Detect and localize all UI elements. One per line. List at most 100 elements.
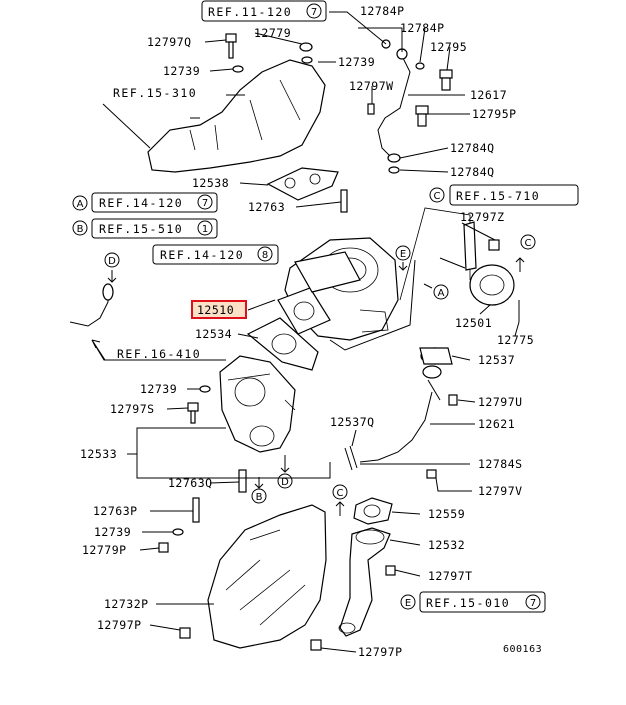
vacuum-hose <box>69 290 109 327</box>
svg-text:1: 1 <box>202 224 208 235</box>
label-12784Q-2: 12784Q <box>450 165 495 179</box>
label-12779: 12779 <box>254 26 291 40</box>
svg-text:REF.15-710: REF.15-710 <box>456 189 540 203</box>
svg-text:A: A <box>77 199 84 210</box>
gasket-12559 <box>353 497 393 525</box>
label-12537: 12537 <box>478 353 515 367</box>
marker-a-turbo: A <box>423 283 449 300</box>
marker-c-ref: C <box>429 187 445 203</box>
label-12797P-b: 12797P <box>358 645 403 659</box>
svg-text:E: E <box>400 249 406 260</box>
marker-e-ref: E <box>400 594 416 610</box>
manifold-12533 <box>219 355 296 453</box>
ref-box-15-310[interactable]: REF.15-310 <box>113 86 197 100</box>
upper-heat-shield <box>147 59 326 173</box>
nut-12739-a <box>301 56 313 64</box>
svg-text:REF.15-510: REF.15-510 <box>99 222 183 236</box>
gasket-12537Q <box>344 445 358 471</box>
marker-b-ref: B <box>72 220 88 236</box>
ref-box-11-120[interactable]: REF.11-120 7 <box>201 0 327 22</box>
ref-box-14-120-b[interactable]: REF.14-120 8 <box>152 244 279 265</box>
label-12795P: 12795P <box>472 107 517 121</box>
label-12797P-a: 12797P <box>97 618 142 632</box>
svg-text:7: 7 <box>530 598 536 609</box>
label-12784Q-1: 12784Q <box>450 141 495 155</box>
gasket-12534 <box>246 317 319 371</box>
ref-box-15-710[interactable]: REF.15-710 <box>449 184 579 206</box>
nut-12739-d <box>172 528 184 536</box>
label-12739-a: 12739 <box>338 55 375 69</box>
label-12779P: 12779P <box>82 543 127 557</box>
svg-text:12510: 12510 <box>197 303 234 317</box>
bolt-12795P <box>415 105 429 127</box>
bolt-12797Z <box>488 239 500 251</box>
part-labels[interactable]: 12784P 12784P 12795 12797Q 12779 12739 1… <box>80 4 534 659</box>
gasket-12537 <box>419 347 453 365</box>
label-12797S: 12797S <box>110 402 155 416</box>
stud-12763 <box>340 189 348 213</box>
svg-text:REF.15-310: REF.15-310 <box>113 86 197 100</box>
oil-return-pipe-12621 <box>359 347 450 463</box>
marker-d-ref: D <box>104 252 120 268</box>
pipe-12532 <box>338 527 391 637</box>
label-12797T: 12797T <box>428 569 473 583</box>
label-12763P: 12763P <box>93 504 138 518</box>
svg-text:D: D <box>108 256 116 267</box>
bolt-12797P-a <box>179 627 191 639</box>
bolt-12797V <box>426 469 437 479</box>
label-12795: 12795 <box>430 40 467 54</box>
marker-c-actuator: C <box>515 234 536 272</box>
stud-12763Q <box>238 469 247 493</box>
marker-c-pipe: C <box>332 484 348 516</box>
gasket-12538 <box>266 167 339 201</box>
label-12797Q: 12797Q <box>147 35 192 49</box>
label-12797Z: 12797Z <box>460 210 505 224</box>
svg-text:7: 7 <box>311 7 317 18</box>
svg-text:C: C <box>337 488 344 499</box>
svg-text:B: B <box>256 492 263 503</box>
bolt-12797W <box>367 103 375 115</box>
svg-text:A: A <box>438 288 445 299</box>
svg-text:REF.11-120: REF.11-120 <box>208 5 292 19</box>
marker-a-ref: A <box>72 195 88 211</box>
svg-text:REF.16-410: REF.16-410 <box>117 347 201 361</box>
label-12739-c: 12739 <box>140 382 177 396</box>
lower-heat-shield-12732P <box>207 504 327 649</box>
label-12501: 12501 <box>455 316 492 330</box>
bolt-12797S <box>187 402 199 424</box>
ref-box-16-410[interactable]: REF.16-410 <box>117 347 201 361</box>
bolt-12797T <box>385 565 396 576</box>
marker-d-manifold: D <box>277 455 293 489</box>
nut-12779P <box>158 542 169 553</box>
label-12784P-1: 12784P <box>360 4 405 18</box>
label-12533: 12533 <box>80 447 117 461</box>
svg-text:C: C <box>434 191 441 202</box>
label-12732P: 12732P <box>104 597 149 611</box>
svg-text:7: 7 <box>202 198 208 209</box>
leader-lines <box>91 11 520 653</box>
svg-text:REF.14-120: REF.14-120 <box>99 196 183 210</box>
svg-text:E: E <box>405 598 411 609</box>
svg-text:B: B <box>77 224 84 235</box>
label-12534: 12534 <box>195 327 232 341</box>
ref-box-15-510[interactable]: REF.15-510 1 <box>91 218 218 239</box>
label-12763Q: 12763Q <box>168 476 213 490</box>
label-12739-d: 12739 <box>94 525 131 539</box>
washer-12739-b <box>232 65 244 73</box>
marker-b-manifold: B <box>251 477 267 504</box>
bolt-12795 <box>439 69 453 91</box>
ref-box-14-120-a[interactable]: REF.14-120 7 <box>91 192 218 213</box>
stud-12763P <box>192 497 200 523</box>
label-12797W: 12797W <box>349 79 394 93</box>
label-12784S: 12784S <box>478 457 523 471</box>
label-12532: 12532 <box>428 538 465 552</box>
label-12797U: 12797U <box>478 395 523 409</box>
label-12617: 12617 <box>470 88 507 102</box>
label-12559: 12559 <box>428 507 465 521</box>
svg-text:REF.14-120: REF.14-120 <box>160 248 244 262</box>
part-label-12510[interactable]: 12510 <box>191 300 247 319</box>
ref-box-15-010[interactable]: REF.15-010 7 <box>419 591 546 613</box>
bolt-12797Q <box>225 33 237 59</box>
label-12621: 12621 <box>478 417 515 431</box>
